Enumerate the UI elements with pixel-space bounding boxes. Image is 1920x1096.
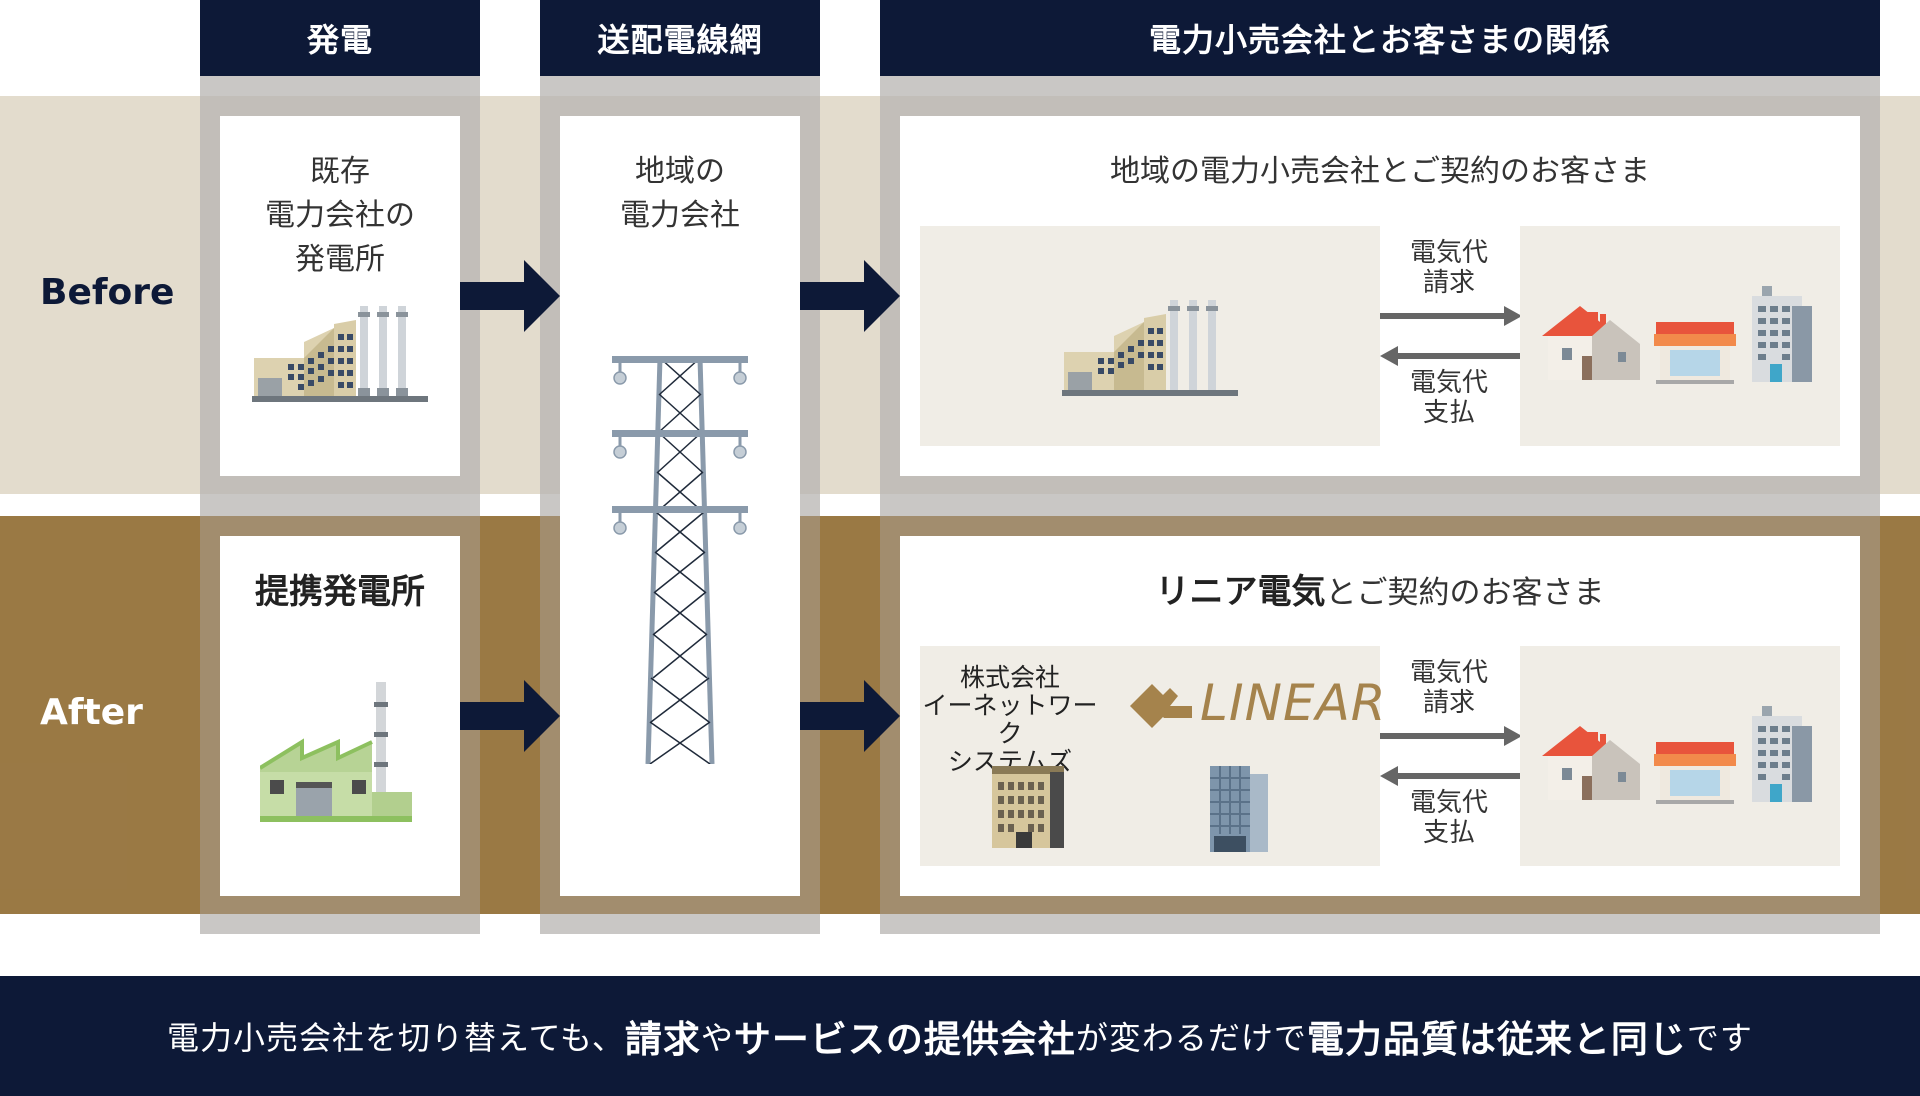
flow-arrow-icon bbox=[460, 260, 560, 332]
before-retailer-panel bbox=[920, 226, 1380, 446]
text-line: 請求 bbox=[1422, 688, 1475, 718]
before-bill-label: 電気代 請求 bbox=[1384, 238, 1514, 298]
after-pay-label: 電気代 支払 bbox=[1384, 788, 1514, 848]
office-tower-icon bbox=[1210, 766, 1268, 852]
after-retail-title-rest: とご契約のお客さま bbox=[1325, 575, 1605, 611]
company-name: 株式会社 イーネットワーク システムズ bbox=[920, 664, 1100, 776]
text-line: 電気代 bbox=[1409, 788, 1488, 818]
text-line: 支払 bbox=[1422, 818, 1475, 848]
customers-icon bbox=[1542, 286, 1812, 384]
footer-bold-2: サービスの提供会社 bbox=[733, 1018, 1076, 1061]
shop bbox=[1654, 742, 1736, 804]
text-line: 電気代 bbox=[1409, 658, 1488, 688]
after-customer-panel bbox=[1520, 646, 1840, 866]
before-generation-box: 既存 電力会社の 発電所 bbox=[220, 116, 460, 476]
footer-text-3: が変わるだけで bbox=[1075, 1019, 1307, 1057]
flow-arrow-icon bbox=[460, 680, 560, 752]
text-line: 発電所 bbox=[295, 242, 385, 277]
footer-text-2: や bbox=[700, 1019, 734, 1057]
text-line: 既存 bbox=[310, 154, 370, 189]
before-retail-title: 地域の電力小売会社とご契約のお客さま bbox=[1110, 154, 1650, 189]
before-generation-text: 既存 電力会社の 発電所 bbox=[220, 150, 460, 282]
office bbox=[1752, 706, 1812, 802]
before-customer-panel bbox=[1520, 226, 1840, 446]
after-retail-title: リニア電気とご契約のお客さま bbox=[900, 570, 1860, 615]
text-line: 支払 bbox=[1422, 398, 1475, 428]
text-line: 請求 bbox=[1422, 268, 1475, 298]
flow-arrow-icon bbox=[800, 680, 900, 752]
bill-arrow-right-icon bbox=[1380, 726, 1522, 746]
shop bbox=[1654, 322, 1736, 384]
text-line: 電力会社 bbox=[620, 198, 740, 233]
transmission-tower-icon bbox=[612, 356, 748, 764]
linear-logo-icon bbox=[1130, 684, 1192, 728]
header-grid: 送配電線網 bbox=[540, 0, 820, 76]
factory-icon bbox=[260, 682, 412, 822]
house bbox=[1542, 306, 1640, 380]
footer-bold-3: 電力品質は従来と同じ bbox=[1306, 1018, 1687, 1061]
footer-text-4: です bbox=[1686, 1019, 1753, 1057]
pay-arrow-left-icon bbox=[1380, 346, 1522, 366]
customers-icon bbox=[1542, 706, 1812, 804]
text-line: 電気代 bbox=[1409, 238, 1488, 268]
power-plant-icon bbox=[1062, 300, 1238, 396]
row-label-before: Before bbox=[40, 272, 175, 313]
power-plant-icon bbox=[252, 306, 428, 402]
after-generation-box: 提携発電所 bbox=[220, 536, 460, 896]
grid-box: 地域の 電力会社 bbox=[560, 116, 800, 896]
grid-text: 地域の 電力会社 bbox=[560, 150, 800, 238]
bill-arrow-right-icon bbox=[1380, 306, 1522, 326]
office bbox=[1752, 286, 1812, 382]
footer-bar: 電力小売会社を切り替えても、請求やサービスの提供会社が変わるだけで電力品質は従来… bbox=[0, 976, 1920, 1096]
header-generation: 発電 bbox=[200, 0, 480, 76]
after-bill-label: 電気代 請求 bbox=[1384, 658, 1514, 718]
pay-arrow-left-icon bbox=[1380, 766, 1522, 786]
text-line: 株式会社 bbox=[959, 663, 1060, 692]
office-building-icon bbox=[992, 766, 1064, 848]
footer-bold-1: 請求 bbox=[624, 1018, 701, 1061]
text-line: 地域の bbox=[635, 154, 725, 189]
footer-text-1: 電力小売会社を切り替えても、 bbox=[167, 1019, 625, 1057]
text-line: 電力会社の bbox=[265, 198, 415, 233]
text-line: 電気代 bbox=[1409, 368, 1488, 398]
text-line: イーネットワーク bbox=[922, 691, 1098, 748]
linear-logo-text: LINEAR bbox=[1200, 674, 1387, 732]
linear-brand-name: リニア電気 bbox=[1155, 572, 1326, 612]
row-label-after: After bbox=[40, 692, 143, 733]
header-retail: 電力小売会社とお客さまの関係 bbox=[880, 0, 1880, 76]
after-retailer-panel: 株式会社 イーネットワーク システムズ LINEAR bbox=[920, 646, 1386, 866]
flow-arrow-icon bbox=[800, 260, 900, 332]
before-pay-label: 電気代 支払 bbox=[1384, 368, 1514, 428]
house bbox=[1542, 726, 1640, 800]
after-generation-text: 提携発電所 bbox=[255, 572, 425, 612]
